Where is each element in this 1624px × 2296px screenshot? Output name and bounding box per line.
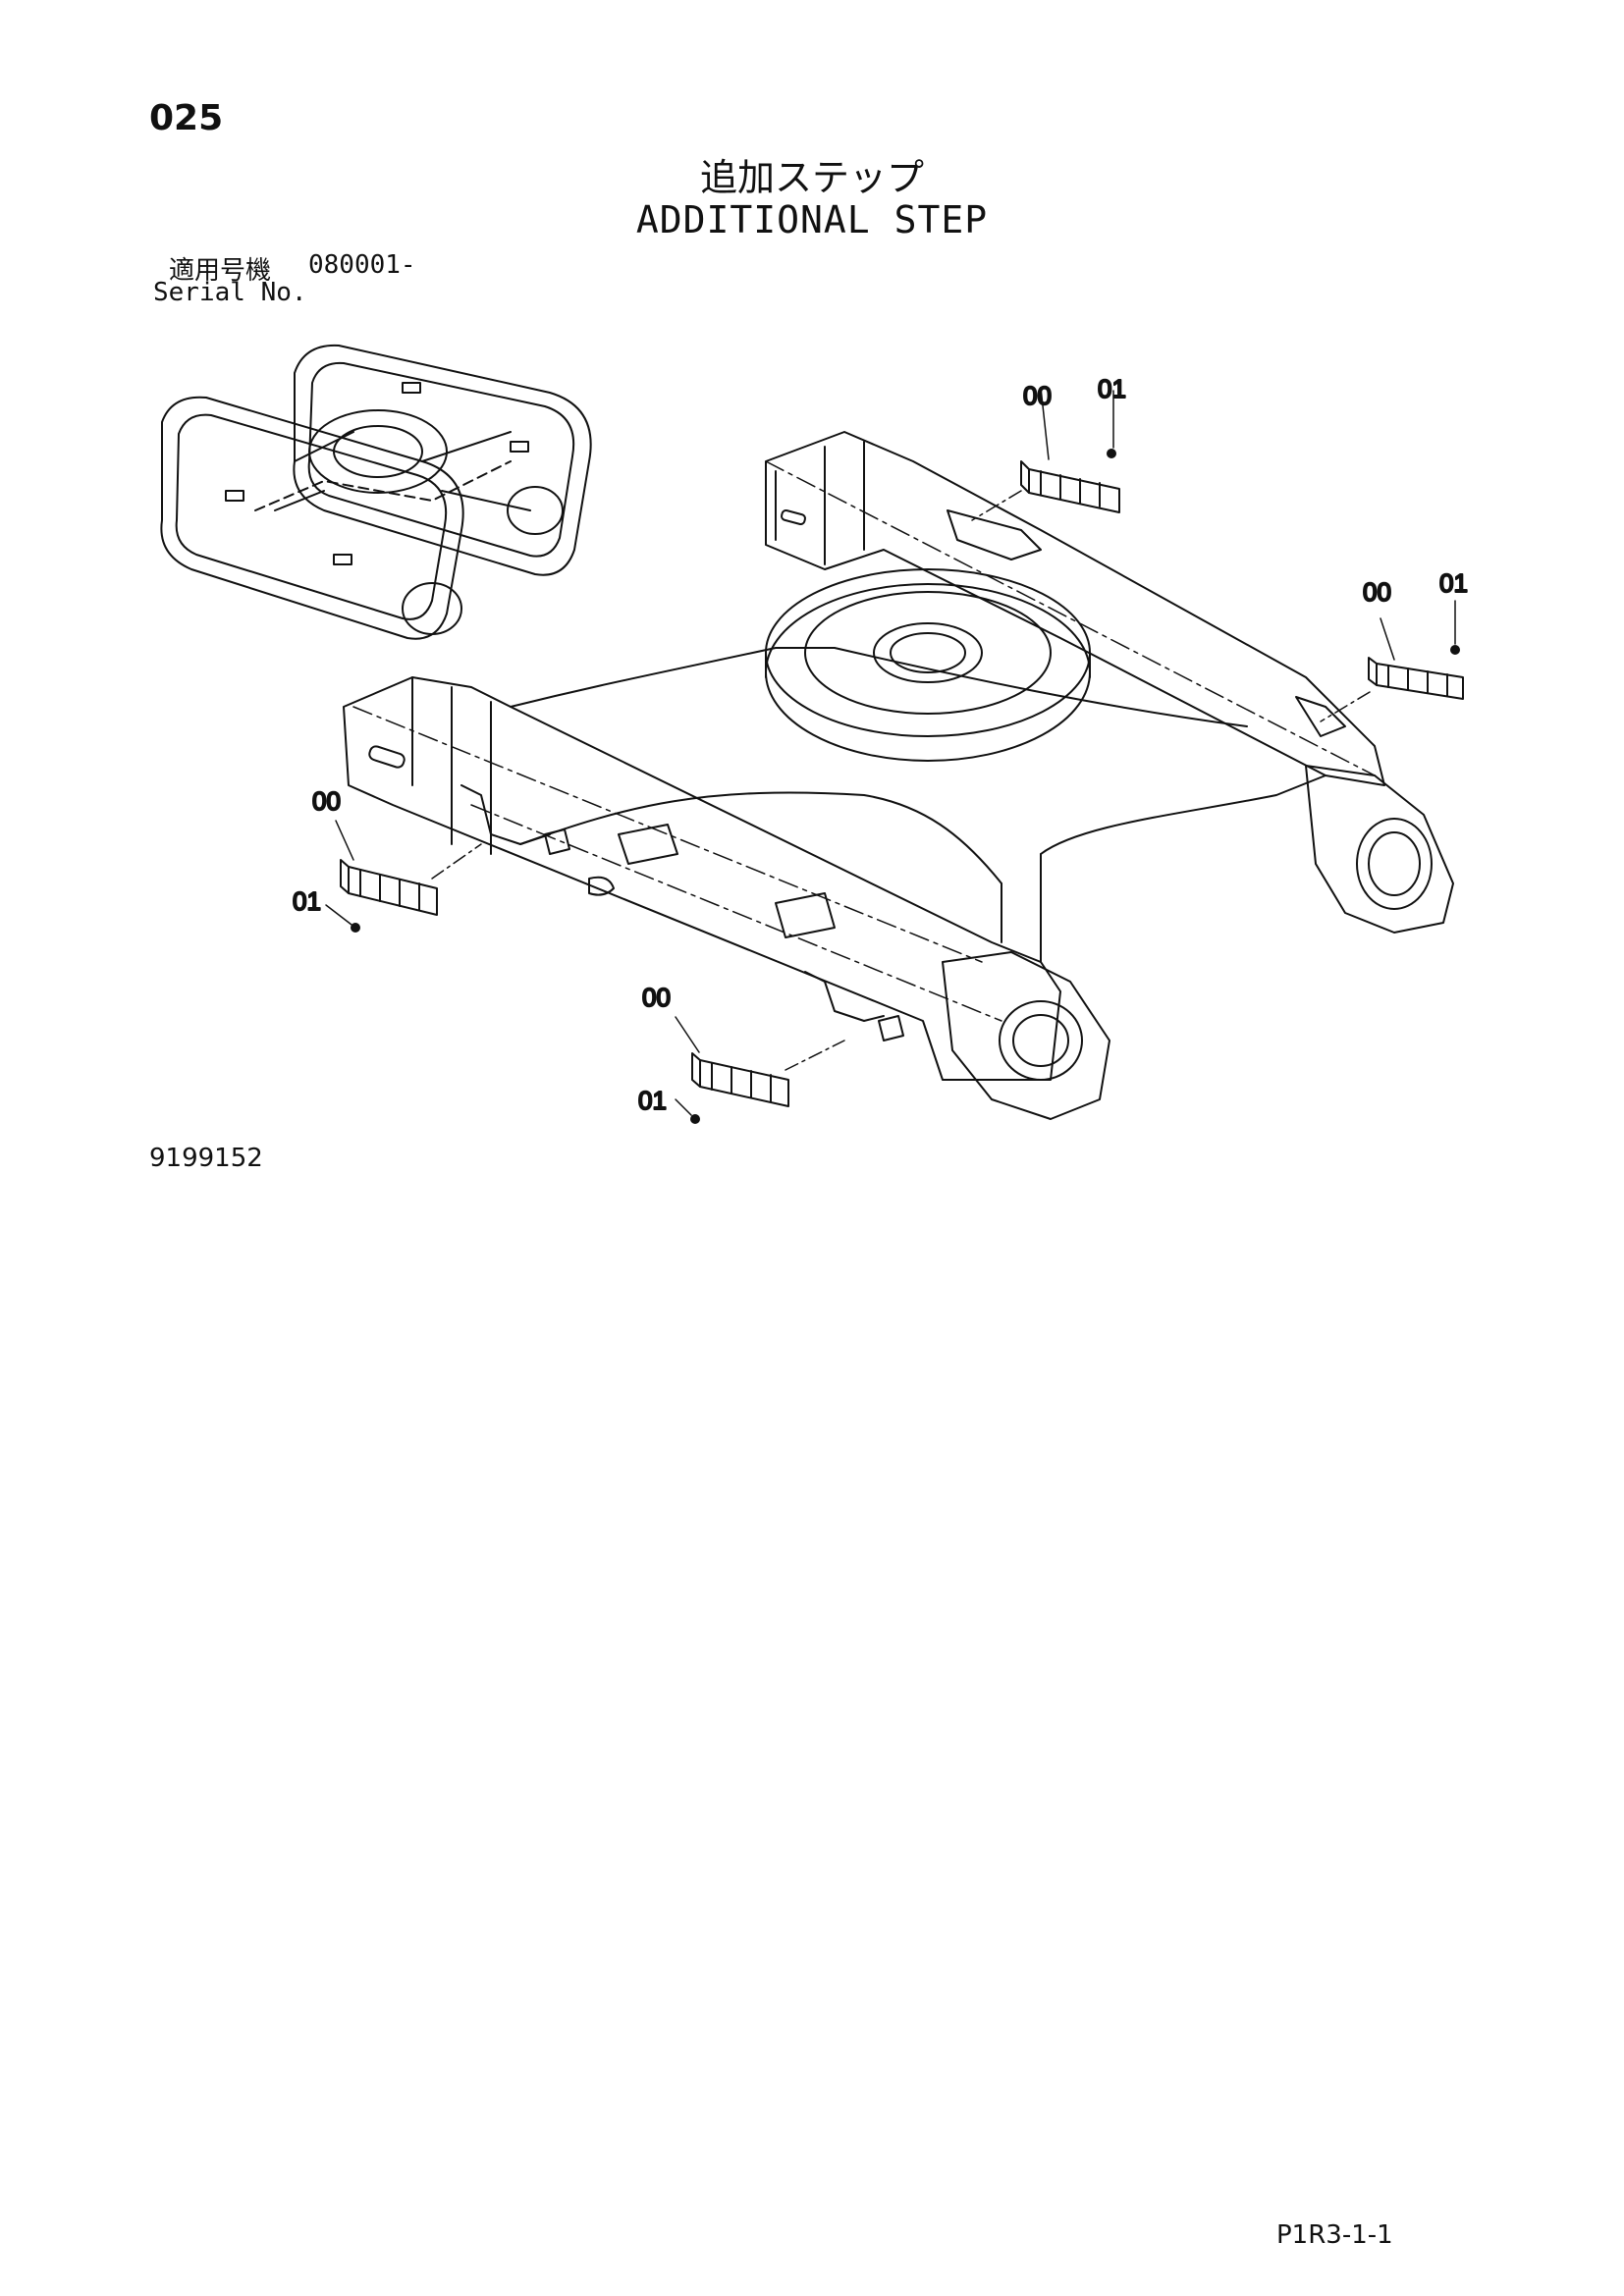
bolt-left [351, 923, 360, 933]
step-part-right[interactable] [1368, 657, 1464, 700]
undercarriage-frame [343, 431, 1454, 1120]
callout-bolt-bottom: 01 [638, 1086, 667, 1115]
title-english: ADDITIONAL STEP [635, 198, 989, 241]
callout-bolt-left: 01 [293, 886, 321, 916]
callout-step-bottom: 00 [642, 983, 671, 1012]
step-part-left[interactable] [340, 859, 438, 916]
title-japanese: 追加ステップ [699, 156, 924, 199]
callout-step-right: 00 [1363, 577, 1391, 607]
serial-number-value: 080001- [308, 250, 416, 280]
step-part-upper[interactable] [1020, 460, 1120, 513]
callout-step-upper: 00 [1023, 381, 1052, 410]
drawing-number: 9199152 [149, 1144, 263, 1173]
overview-thumbnail [160, 344, 592, 640]
serial-label-english: Serial No. [153, 278, 307, 307]
page-number: 025 [149, 98, 224, 138]
step-part-bottom[interactable] [691, 1052, 789, 1107]
callout-bolt-upper: 01 [1098, 374, 1126, 403]
serial-label-japanese: 適用号機 [169, 256, 272, 286]
bolt-upper [1107, 449, 1116, 458]
callout-step-left: 00 [312, 786, 341, 816]
bolt-right [1450, 645, 1460, 655]
bolt-bottom [690, 1114, 700, 1124]
page-code: P1R3-1-1 [1276, 2220, 1393, 2250]
callout-bolt-right: 01 [1439, 568, 1468, 598]
